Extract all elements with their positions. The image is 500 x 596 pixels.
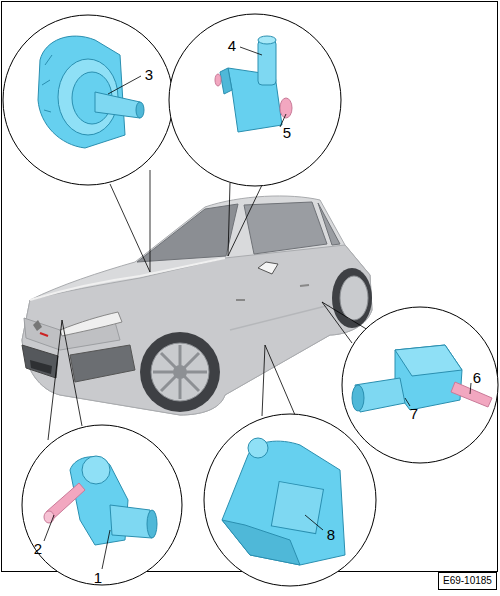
callout-number: 6: [473, 370, 481, 385]
callout-number: 4: [228, 38, 236, 53]
pin-5: [215, 74, 292, 118]
callout-number: 2: [34, 541, 42, 556]
detail-circles: [3, 14, 498, 586]
sensor-3: [38, 36, 144, 148]
drawing-number: E69-10185: [443, 576, 492, 586]
drawing-number-box: E69-10185: [438, 572, 497, 590]
leader-lines: [48, 170, 368, 440]
callout-number: 3: [145, 67, 153, 82]
label-leaders: [44, 47, 471, 569]
sensor-8: [222, 438, 345, 565]
car-body: [22, 196, 372, 415]
callout-number: 1: [94, 570, 102, 585]
sensor-4: [220, 36, 282, 132]
sensor-7: [352, 345, 462, 412]
callout-number: 5: [283, 125, 291, 140]
callout-number: 7: [410, 406, 418, 421]
pin-6: [451, 382, 492, 407]
pin-2: [44, 483, 85, 523]
sensor-1: [70, 456, 157, 545]
callout-number: 8: [327, 527, 335, 542]
